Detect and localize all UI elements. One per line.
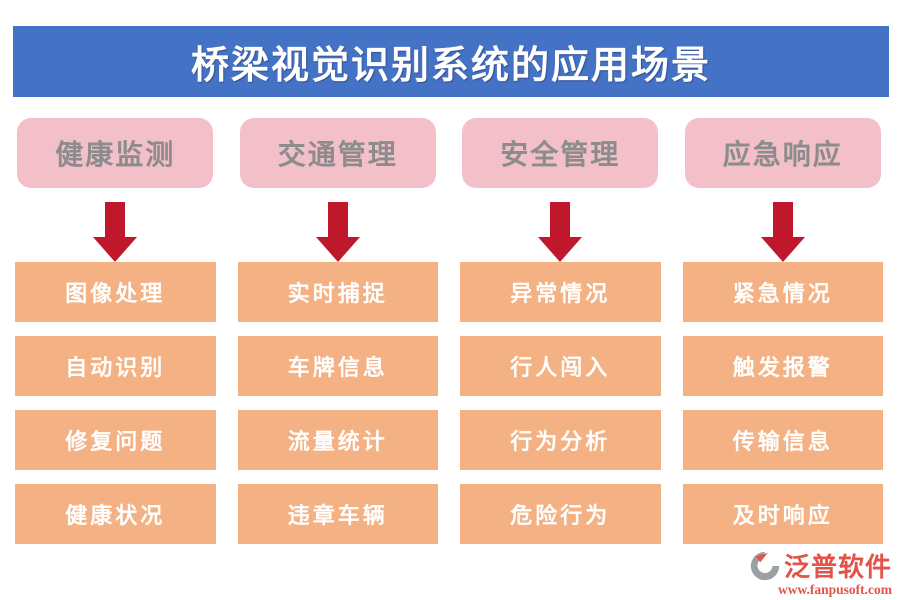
item-box: 违章车辆 [237, 484, 438, 544]
page-title: 桥梁视觉识别系统的应用场景 [190, 45, 711, 87]
item-box: 健康状况 [15, 484, 216, 544]
item-box: 紧急情况 [682, 262, 883, 322]
column-header: 应急响应 [684, 118, 881, 188]
down-arrow-icon [760, 202, 805, 262]
item-box: 传输信息 [682, 410, 883, 470]
column-header: 交通管理 [239, 118, 436, 188]
item-box: 自动识别 [15, 336, 216, 396]
item-box: 异常情况 [460, 262, 661, 322]
vendor-logo: 泛普软件 www.fanpusoft.com [750, 547, 892, 598]
item-box: 及时响应 [682, 484, 883, 544]
item-box: 车牌信息 [237, 336, 438, 396]
item-box: 流量统计 [237, 410, 438, 470]
down-arrow-icon [93, 202, 138, 262]
scenario-columns: 健康监测 图像处理 自动识别 修复问题 健康状况 交通管理 实时捕捉 车牌信息 … [15, 118, 883, 544]
item-box: 危险行为 [460, 484, 661, 544]
column-health-monitoring: 健康监测 图像处理 自动识别 修复问题 健康状况 [15, 118, 216, 544]
logo-text: 泛普软件 [783, 553, 892, 582]
item-box: 修复问题 [15, 410, 216, 470]
column-header: 健康监测 [17, 118, 214, 188]
logo-url: www.fanpusoft.com [777, 582, 892, 597]
down-arrow-icon [315, 202, 360, 262]
item-box: 实时捕捉 [237, 262, 438, 322]
column-header: 安全管理 [462, 118, 659, 188]
item-box: 图像处理 [15, 262, 216, 322]
item-box: 行为分析 [460, 410, 661, 470]
item-box: 触发报警 [682, 336, 883, 396]
title-banner: 桥梁视觉识别系统的应用场景 [13, 26, 889, 97]
logo-swoosh-icon [748, 549, 782, 583]
down-arrow-icon [538, 202, 583, 262]
column-safety-management: 安全管理 异常情况 行人闯入 行为分析 危险行为 [460, 118, 661, 544]
item-box: 行人闯入 [460, 336, 661, 396]
column-emergency-response: 应急响应 紧急情况 触发报警 传输信息 及时响应 [682, 118, 883, 544]
column-traffic-management: 交通管理 实时捕捉 车牌信息 流量统计 违章车辆 [237, 118, 438, 544]
